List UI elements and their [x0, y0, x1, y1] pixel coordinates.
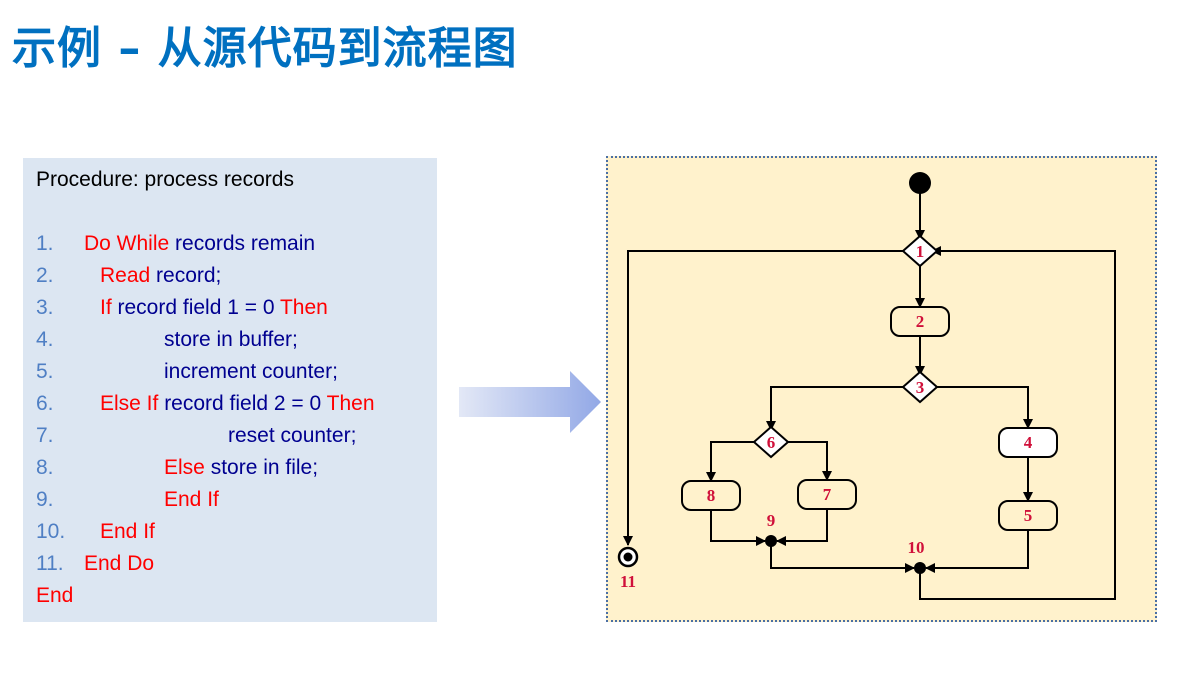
node-label: 8 [707, 486, 716, 505]
process-node-4 [998, 427, 1058, 458]
code-text: records remain [169, 232, 316, 255]
code-keyword: End If [164, 488, 219, 511]
code-text: record field 2 = 0 [158, 392, 327, 415]
process-node-8 [681, 480, 741, 511]
flowchart-panel: 1 2 3 4 5 6 7 8 9 10 11 [606, 156, 1157, 622]
code-text: reset counter; [228, 424, 357, 447]
line-number: 3. [36, 296, 54, 319]
node-label: 6 [767, 433, 776, 452]
line-number: 5. [36, 360, 54, 383]
node-label: 3 [916, 378, 925, 397]
code-line: End [36, 584, 73, 608]
node-label: 9 [767, 511, 776, 530]
end-node-dot [623, 552, 633, 562]
edge-3-4 [932, 386, 1033, 429]
code-text: store in file; [204, 456, 319, 479]
code-line: 2. Read record; [36, 264, 221, 288]
code-text: record field 1 = 0 [111, 296, 280, 319]
line-number: 10. [36, 520, 66, 543]
line-number: 8. [36, 456, 54, 479]
decision-node-6 [752, 425, 790, 459]
start-node [909, 172, 931, 194]
code-line: 10. End If [36, 520, 155, 544]
decision-node-1 [901, 234, 939, 268]
junction-node-10 [914, 562, 926, 574]
source-code-panel: Procedure: process records 1. Do While re… [23, 158, 437, 622]
decision-node-3 [901, 370, 939, 404]
code-text: store in buffer; [164, 328, 298, 351]
code-keyword: End Do [84, 552, 155, 575]
code-keyword: Else If [100, 392, 159, 415]
code-keyword: Do While [84, 232, 170, 255]
code-keyword: Else [164, 456, 205, 479]
code-line: 11. End Do [36, 552, 154, 576]
code-line: 8. Else store in file; [36, 456, 318, 480]
node-label: 4 [1024, 433, 1033, 452]
edge-8-9 [710, 509, 766, 546]
node-label: 1 [916, 242, 925, 261]
edge-9-10 [770, 541, 915, 573]
edge-10-1 [919, 246, 1116, 600]
edge-5-10 [925, 529, 1029, 573]
process-node-7 [797, 479, 857, 510]
code-keyword: End [36, 584, 74, 607]
line-number: 6. [36, 392, 54, 415]
code-line: 1. Do While records remain [36, 232, 315, 256]
code-keyword: End If [100, 520, 155, 543]
edge-1-11 [623, 250, 908, 546]
code-keyword: Then [326, 392, 375, 415]
node-label: 11 [620, 572, 636, 591]
edge-7-9 [776, 508, 828, 546]
code-line: 4. store in buffer; [36, 328, 298, 352]
code-keyword: Read [100, 264, 151, 287]
line-number: 9. [36, 488, 54, 511]
code-line: 6. Else If record field 2 = 0 Then [36, 392, 375, 416]
node-label: 7 [823, 485, 832, 504]
edge-3-6 [766, 386, 908, 431]
node-label: 5 [1024, 506, 1033, 525]
line-number: 4. [36, 328, 54, 351]
node-label: 2 [916, 312, 925, 331]
procedure-header: Procedure: process records [36, 168, 294, 191]
junction-node-9 [765, 535, 777, 547]
code-line: 7. reset counter; [36, 424, 356, 448]
flowchart: 1 2 3 4 5 6 7 8 9 10 11 [617, 172, 1116, 600]
transform-arrow-icon [459, 371, 601, 433]
edge-6-8 [706, 441, 759, 482]
line-number: 2. [36, 264, 54, 287]
page-title: 示例 – 从源代码到流程图 [12, 23, 518, 74]
node-label: 10 [908, 538, 925, 557]
code-keyword: Then [279, 296, 328, 319]
process-node-5 [998, 500, 1058, 531]
line-number: 11. [36, 552, 64, 575]
process-node-2 [890, 306, 950, 337]
code-text: record; [150, 264, 222, 287]
code-line: 5. increment counter; [36, 360, 338, 384]
edge-6-7 [783, 441, 832, 481]
code-keyword: If [100, 296, 112, 319]
code-line: 9. End If [36, 488, 219, 512]
line-number: 7. [36, 424, 54, 447]
line-number: 1. [36, 232, 54, 255]
code-line: 3. If record field 1 = 0 Then [36, 296, 328, 320]
code-text: increment counter; [164, 360, 338, 383]
